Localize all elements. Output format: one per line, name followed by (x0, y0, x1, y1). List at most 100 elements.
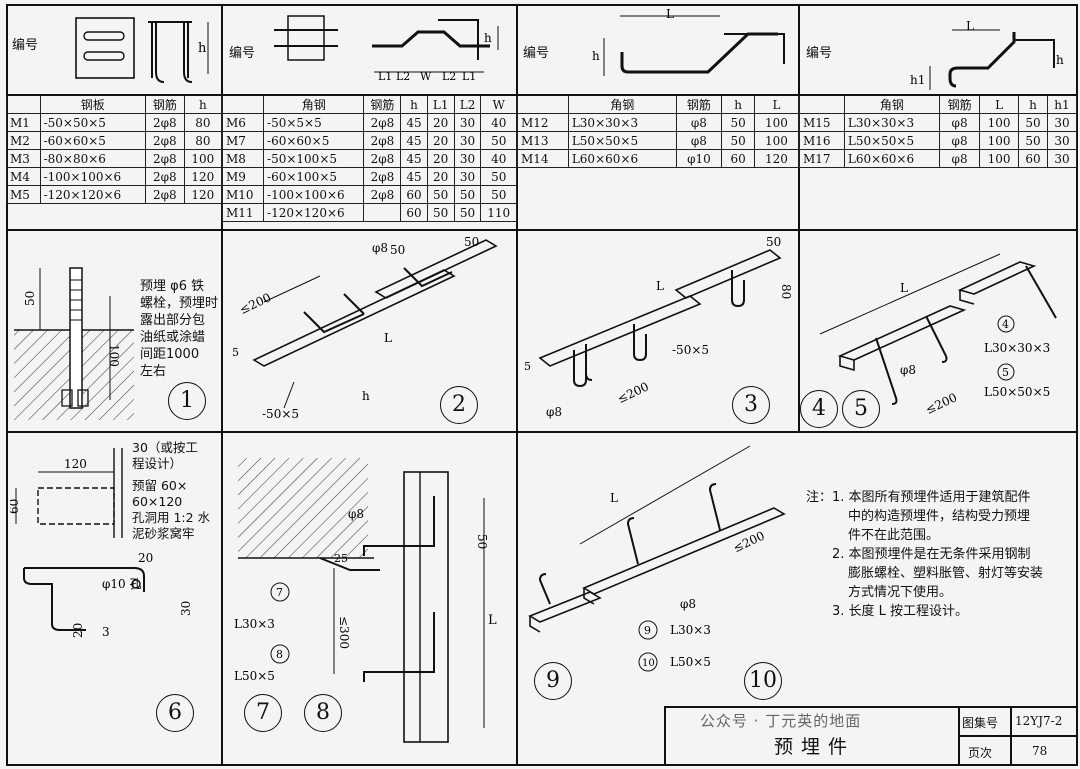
svg-text:h: h (1056, 53, 1064, 67)
col-header: 钢筋 (363, 94, 402, 114)
dim-h: h (484, 31, 492, 45)
section-label: 编号 (12, 38, 39, 53)
detail-number: 7 (244, 694, 282, 732)
detail-1-drawing: 50 100 (14, 267, 134, 420)
col-header: h (183, 94, 223, 114)
detail-number: 3 (732, 386, 770, 424)
angle-sketch: h L1 L2 W L2 L1 (274, 15, 499, 83)
detail-4-5-drawing: L 4 L30×30×3 5 L50×50×5 φ8 ≤200 (819, 253, 1057, 417)
note-line: 膨胀螺栓、塑料胀管、射灯等安装 (848, 566, 1044, 581)
svg-text:φ8: φ8 (900, 363, 916, 377)
svg-text:≤300: ≤300 (337, 616, 351, 649)
col-divider-2 (516, 4, 518, 766)
svg-text:9: 9 (644, 624, 651, 637)
svg-text:W: W (420, 70, 432, 83)
svg-text:30: 30 (179, 601, 193, 616)
svg-text:5: 5 (232, 346, 239, 359)
svg-text:h: h (592, 49, 600, 63)
svg-text:≤200: ≤200 (923, 390, 959, 417)
watermark: 公众号 · 丁元英的地面 (700, 712, 862, 730)
col-header: h (400, 94, 428, 114)
notes-prefix: 注： (806, 490, 833, 505)
notes-block: 注： 1. 本图所有预埋件适用于建筑配件 中的构造预埋件，结构受力预埋 件不在此… (806, 488, 1072, 621)
row-divider-1 (6, 229, 1078, 231)
drawing-title: 预埋件 (774, 736, 856, 758)
svg-text:L: L (900, 281, 908, 295)
svg-text:5: 5 (1002, 366, 1009, 379)
row-divider-2 (6, 431, 1078, 433)
svg-text:h1: h1 (910, 73, 925, 87)
page-label: 页次 (968, 746, 993, 760)
svg-text:L30×30×3: L30×30×3 (984, 341, 1050, 355)
svg-text:100: 100 (107, 344, 121, 367)
svg-text:60: 60 (10, 499, 21, 514)
detail-3-drawing: 50 80 L -50×5 5 φ8 ≤200 (524, 235, 793, 419)
detail-number: 6 (156, 694, 194, 732)
note-line: 3. 长度 L 按工程设计。 (832, 604, 969, 619)
col-header: L1 (426, 94, 455, 114)
svg-text:L: L (384, 331, 392, 345)
svg-text:φ8: φ8 (348, 507, 364, 521)
section-label: 编号 (229, 46, 256, 61)
svg-text:φ8: φ8 (680, 597, 696, 611)
svg-text:L50×5: L50×5 (670, 655, 711, 669)
svg-text:L30×3: L30×3 (234, 617, 275, 631)
svg-text:L50×50×5: L50×50×5 (984, 385, 1050, 399)
note-line: 方式情况下使用。 (848, 585, 953, 600)
svg-text:8: 8 (276, 648, 283, 661)
svg-text:10: 10 (642, 658, 655, 669)
svg-text:L: L (610, 491, 618, 505)
note-line: 1. 本图所有预埋件适用于建筑配件 (832, 490, 1031, 505)
svg-text:50: 50 (464, 235, 479, 249)
dim-h: h (198, 41, 207, 56)
col-header: 钢筋 (145, 94, 185, 114)
svg-text:120: 120 (64, 457, 87, 471)
col-header: 钢板 (39, 94, 147, 114)
svg-text:3: 3 (102, 625, 110, 638)
col-header: L2 (453, 94, 482, 114)
detail-number: 2 (440, 386, 478, 424)
svg-text:50: 50 (390, 243, 405, 257)
svg-text:-50×5: -50×5 (672, 343, 709, 357)
detail-number: 4 (800, 390, 838, 428)
svg-text:80: 80 (779, 284, 793, 299)
note-line: 2. 本图预埋件是在无条件采用钢制 (832, 547, 1031, 562)
atlas-label: 图集号 (962, 716, 999, 730)
svg-text:20: 20 (71, 623, 85, 638)
svg-text:20: 20 (138, 551, 153, 565)
svg-text:L: L (488, 613, 497, 628)
svg-text:L1: L1 (378, 70, 392, 83)
svg-text:L2: L2 (396, 70, 410, 83)
frame-top (6, 4, 1078, 6)
frame-bottom (6, 764, 1078, 766)
page-number: 78 (1032, 744, 1048, 758)
detail-2-drawing: ≤200 50 φ8 50 L 5 -50×5 h (232, 235, 498, 421)
section-label: 编号 (806, 46, 833, 61)
section-label: 编号 (523, 46, 550, 61)
svg-text:≤200: ≤200 (615, 379, 651, 406)
col-header: W (480, 94, 517, 114)
detail-7-8-drawing: φ8 25 7 L30×3 8 L50×5 ≤300 50 L (234, 458, 497, 743)
detail-number: 8 (304, 694, 342, 732)
plate-sketch: h (75, 17, 209, 83)
svg-text:L2: L2 (442, 70, 456, 83)
detail-number: 10 (744, 662, 782, 700)
svg-text:50: 50 (766, 235, 781, 249)
note-line: 件不在此范围。 (848, 528, 940, 543)
atlas-number: 12YJ7-2 (1015, 714, 1063, 728)
detail-number: 5 (842, 390, 880, 428)
